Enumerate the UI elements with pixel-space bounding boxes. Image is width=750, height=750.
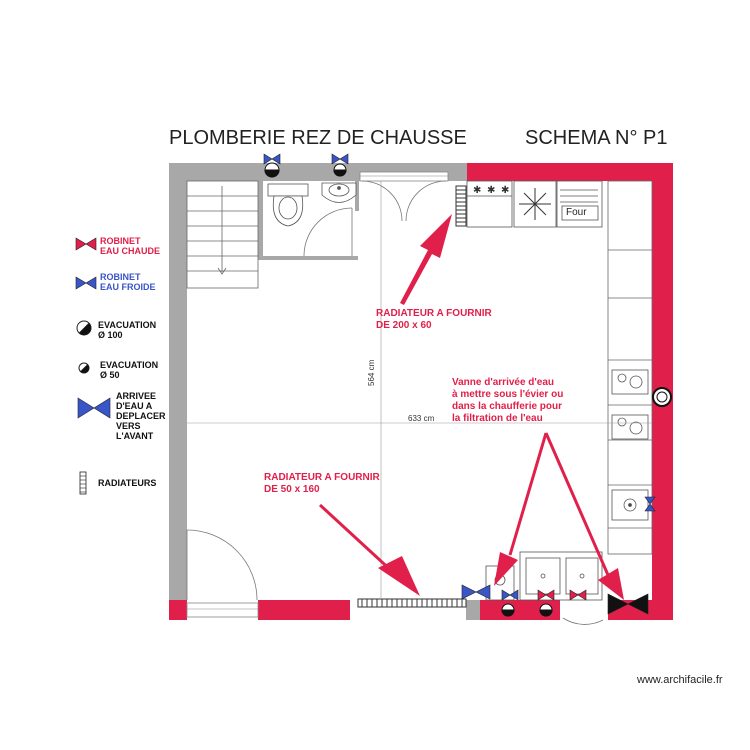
- top-opening: [359, 171, 449, 182]
- arrow-valve-left: [494, 432, 548, 586]
- washbasin: [321, 182, 357, 203]
- wall-top-red: [467, 163, 673, 181]
- oven-label: Four: [566, 207, 587, 218]
- note-radiator-200x60: RADIATEUR A FOURNIR DE 200 x 60: [376, 308, 492, 331]
- radiator-top: [455, 185, 467, 227]
- wall-bottom-red-mid: [258, 600, 350, 620]
- schema-number: SCHEMA N° P1: [525, 127, 668, 149]
- toilet: [267, 183, 309, 227]
- dimension-lines: [187, 181, 652, 600]
- radiator-bottom: [357, 598, 467, 608]
- legend-drain-100: EVACUATION Ø 100: [98, 320, 157, 340]
- arrow-radiator-top: [400, 214, 452, 305]
- doors: [186, 180, 604, 625]
- arrow-radiator-bottom: [318, 503, 420, 596]
- legend-hot-valve: ROBINET EAU CHAUDE: [100, 236, 161, 256]
- legend-cold-valve: ROBINET EAU FROIDE: [100, 272, 156, 292]
- arrow-valve-right: [544, 432, 624, 600]
- plan-title: PLOMBERIE REZ DE CHAUSSE: [169, 127, 467, 149]
- staircase: [186, 180, 259, 289]
- legend-symbols: [75, 237, 111, 495]
- wc-partition-right: [355, 181, 359, 211]
- wall-bottom-red-left: [169, 600, 187, 620]
- svg-text:✱: ✱: [487, 185, 495, 196]
- freezer-icon: [519, 188, 551, 220]
- svg-text:✱: ✱: [501, 185, 509, 196]
- cooktop-burners: ✱ ✱ ✱: [473, 185, 509, 196]
- wall-left-grey: [169, 163, 187, 620]
- dimension-width: 633 cm: [408, 414, 435, 423]
- legend-water-inlet: ARRIVEE D'EAU A DEPLACER VERS L'AVANT: [116, 391, 166, 441]
- hob-upper: [611, 369, 649, 395]
- watermark: www.archifacile.fr: [637, 674, 723, 686]
- hob-lower: [611, 414, 649, 440]
- legend-radiators: RADIATEURS: [98, 478, 157, 488]
- bottom-opening: [186, 602, 259, 618]
- wall-bottom-grey: [466, 600, 480, 620]
- svg-text:✱: ✱: [473, 185, 481, 196]
- wall-bottom-red-right1: [480, 600, 560, 620]
- drains: [264, 162, 672, 617]
- dimension-height: 564 cm: [367, 359, 376, 386]
- legend-drain-50: EVACUATION Ø 50: [100, 360, 159, 380]
- note-water-valve: Vanne d'arrivée d'eau à mettre sous l'év…: [452, 377, 564, 424]
- note-radiator-50x160: RADIATEUR A FOURNIR DE 50 x 160: [264, 472, 380, 495]
- valves: [263, 153, 656, 615]
- wc-partition-bottom: [258, 256, 358, 260]
- wc-partition: [258, 181, 263, 259]
